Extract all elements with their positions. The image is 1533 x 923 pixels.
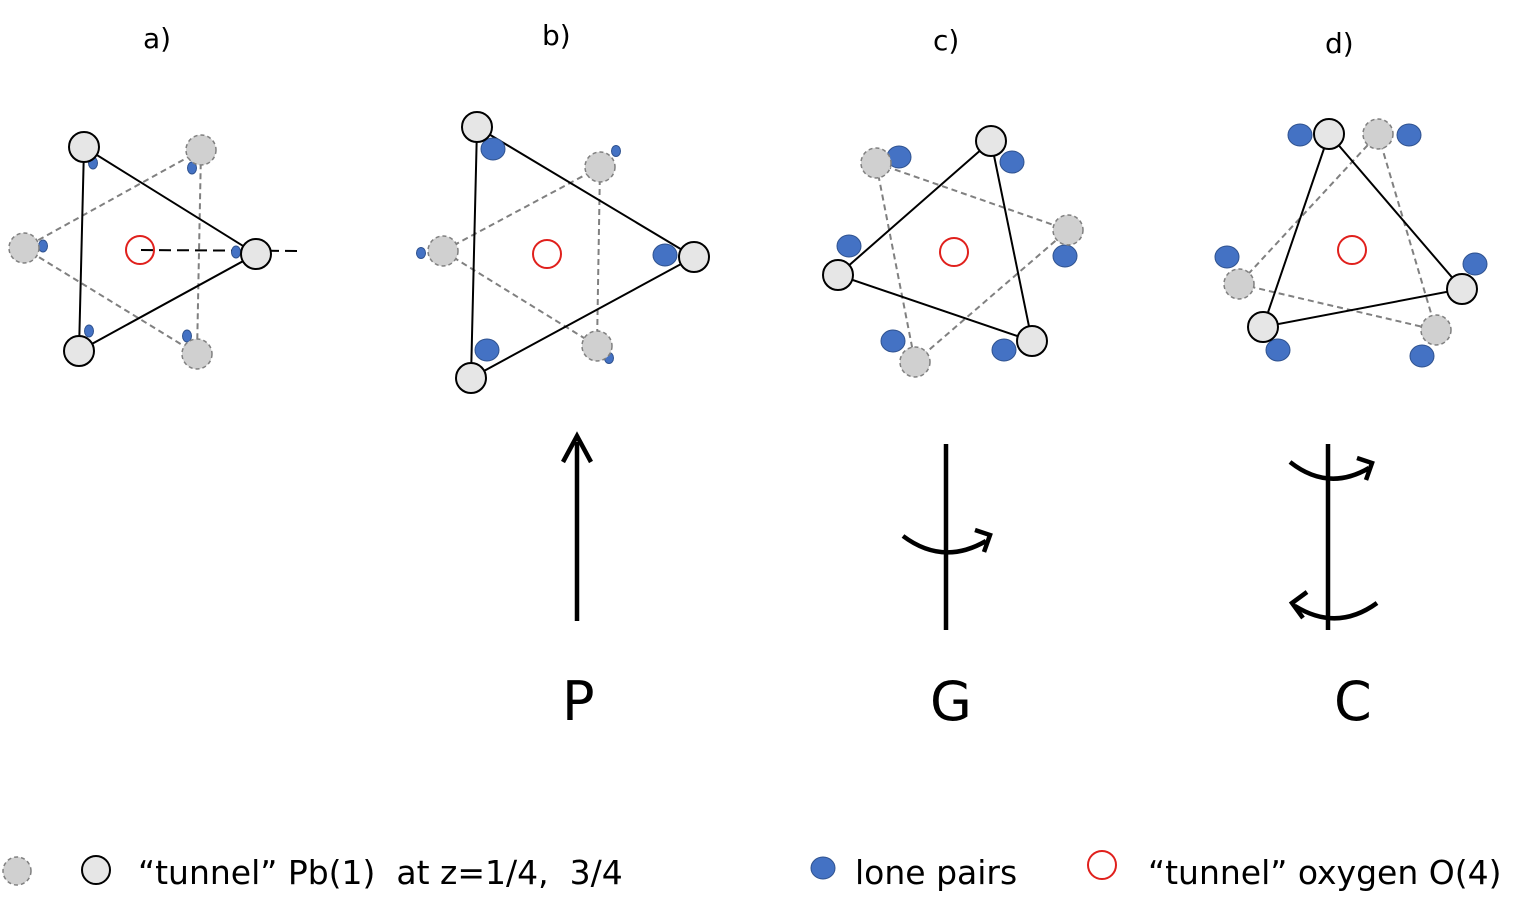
lone-pair [1396, 123, 1422, 147]
lone-pair [1265, 338, 1291, 362]
lone-pair [991, 338, 1017, 362]
panel-label-b: b) [542, 19, 571, 52]
gyrotropic-rotation-symbol [901, 444, 993, 630]
pb-atom-solid [68, 131, 100, 163]
lone-pair [652, 243, 678, 267]
pb-atom-dashed [1362, 118, 1394, 150]
pb-atom-solid [822, 259, 854, 291]
pb-atom-dashed [899, 346, 931, 378]
legend-lone-pair-swatch [810, 856, 836, 880]
polar-arrow-symbol [561, 431, 593, 621]
chiral-rotation-symbol [1288, 444, 1379, 630]
solid-triangle [836, 139, 1034, 343]
lone-pair [480, 137, 506, 161]
pb-atom-dashed [1052, 214, 1084, 246]
solid-triangle [1261, 132, 1464, 329]
pb-atom-solid [240, 238, 272, 270]
lone-pair [1052, 244, 1078, 268]
panel-label-c: c) [933, 24, 959, 57]
panel-b-structure [416, 111, 710, 394]
legend-oxygen-swatch [1087, 850, 1117, 880]
pb-atom-solid [1016, 325, 1048, 357]
pb-atom-dashed [584, 151, 616, 183]
oxygen-atom [532, 239, 562, 269]
pb-atom-dashed [8, 232, 40, 264]
dashed-triangle [1237, 132, 1438, 332]
lone-pair [880, 329, 906, 353]
pb-atom-solid [455, 362, 487, 394]
pb-atom-solid [63, 335, 95, 367]
oxygen-atom [939, 237, 969, 267]
legend-pb-dashed-swatch [2, 856, 32, 886]
panel-label-a: a) [143, 22, 171, 55]
symbol-label-p: P [562, 670, 595, 733]
pb-atom-solid [1247, 311, 1279, 343]
pb-atom-dashed [1223, 268, 1255, 300]
lone-pair [38, 239, 48, 253]
pb-atom-dashed [1420, 314, 1452, 346]
dashed-axis-line [140, 249, 299, 252]
pb-atom-dashed [581, 330, 613, 362]
lone-pair [1409, 344, 1435, 368]
pb-atom-solid [1313, 118, 1345, 150]
symbol-label-c: C [1334, 670, 1372, 733]
pb-atom-dashed [860, 147, 892, 179]
panel-a-structure [8, 131, 299, 370]
legend-lone-pairs-label: lone pairs [855, 853, 1017, 892]
lone-pair [231, 245, 241, 259]
solid-triangle [469, 125, 697, 380]
symbol-label-g: G [930, 670, 972, 733]
lone-pair [611, 145, 621, 157]
lone-pair [1287, 123, 1313, 147]
solid-triangle [77, 145, 258, 353]
pb-atom-solid [461, 111, 493, 143]
dashed-triangle [440, 165, 602, 348]
oxygen-atom [125, 235, 155, 265]
panel-label-d: d) [1325, 27, 1354, 60]
oxygen-atom [1337, 235, 1367, 265]
pb-atom-dashed [185, 134, 217, 166]
pb-atom-solid [1446, 273, 1478, 305]
lone-pair [999, 150, 1025, 174]
legend-pb-solid-swatch [81, 855, 111, 885]
lone-pair [474, 338, 500, 362]
panel-d-structure [1214, 118, 1488, 368]
pb-atom-solid [975, 125, 1007, 157]
pb-atom-dashed [181, 338, 213, 370]
lone-pair [1214, 245, 1240, 269]
lone-pair [1462, 252, 1488, 276]
lone-pair [84, 324, 94, 338]
pb-atom-dashed [427, 235, 459, 267]
legend: “tunnel” Pb(1) at z=1/4, 3/4 lone pairs … [2, 850, 1501, 892]
dashed-triangle [874, 161, 1070, 364]
lone-pair [416, 247, 426, 259]
pb-atom-solid [678, 241, 710, 273]
legend-tunnel-oxygen-label: “tunnel” oxygen O(4) [1148, 853, 1501, 892]
legend-tunnel-pb-label: “tunnel” Pb(1) at z=1/4, 3/4 [138, 853, 623, 892]
lone-pair [836, 234, 862, 258]
panel-c-structure [822, 125, 1084, 378]
dashed-triangle [22, 148, 203, 356]
